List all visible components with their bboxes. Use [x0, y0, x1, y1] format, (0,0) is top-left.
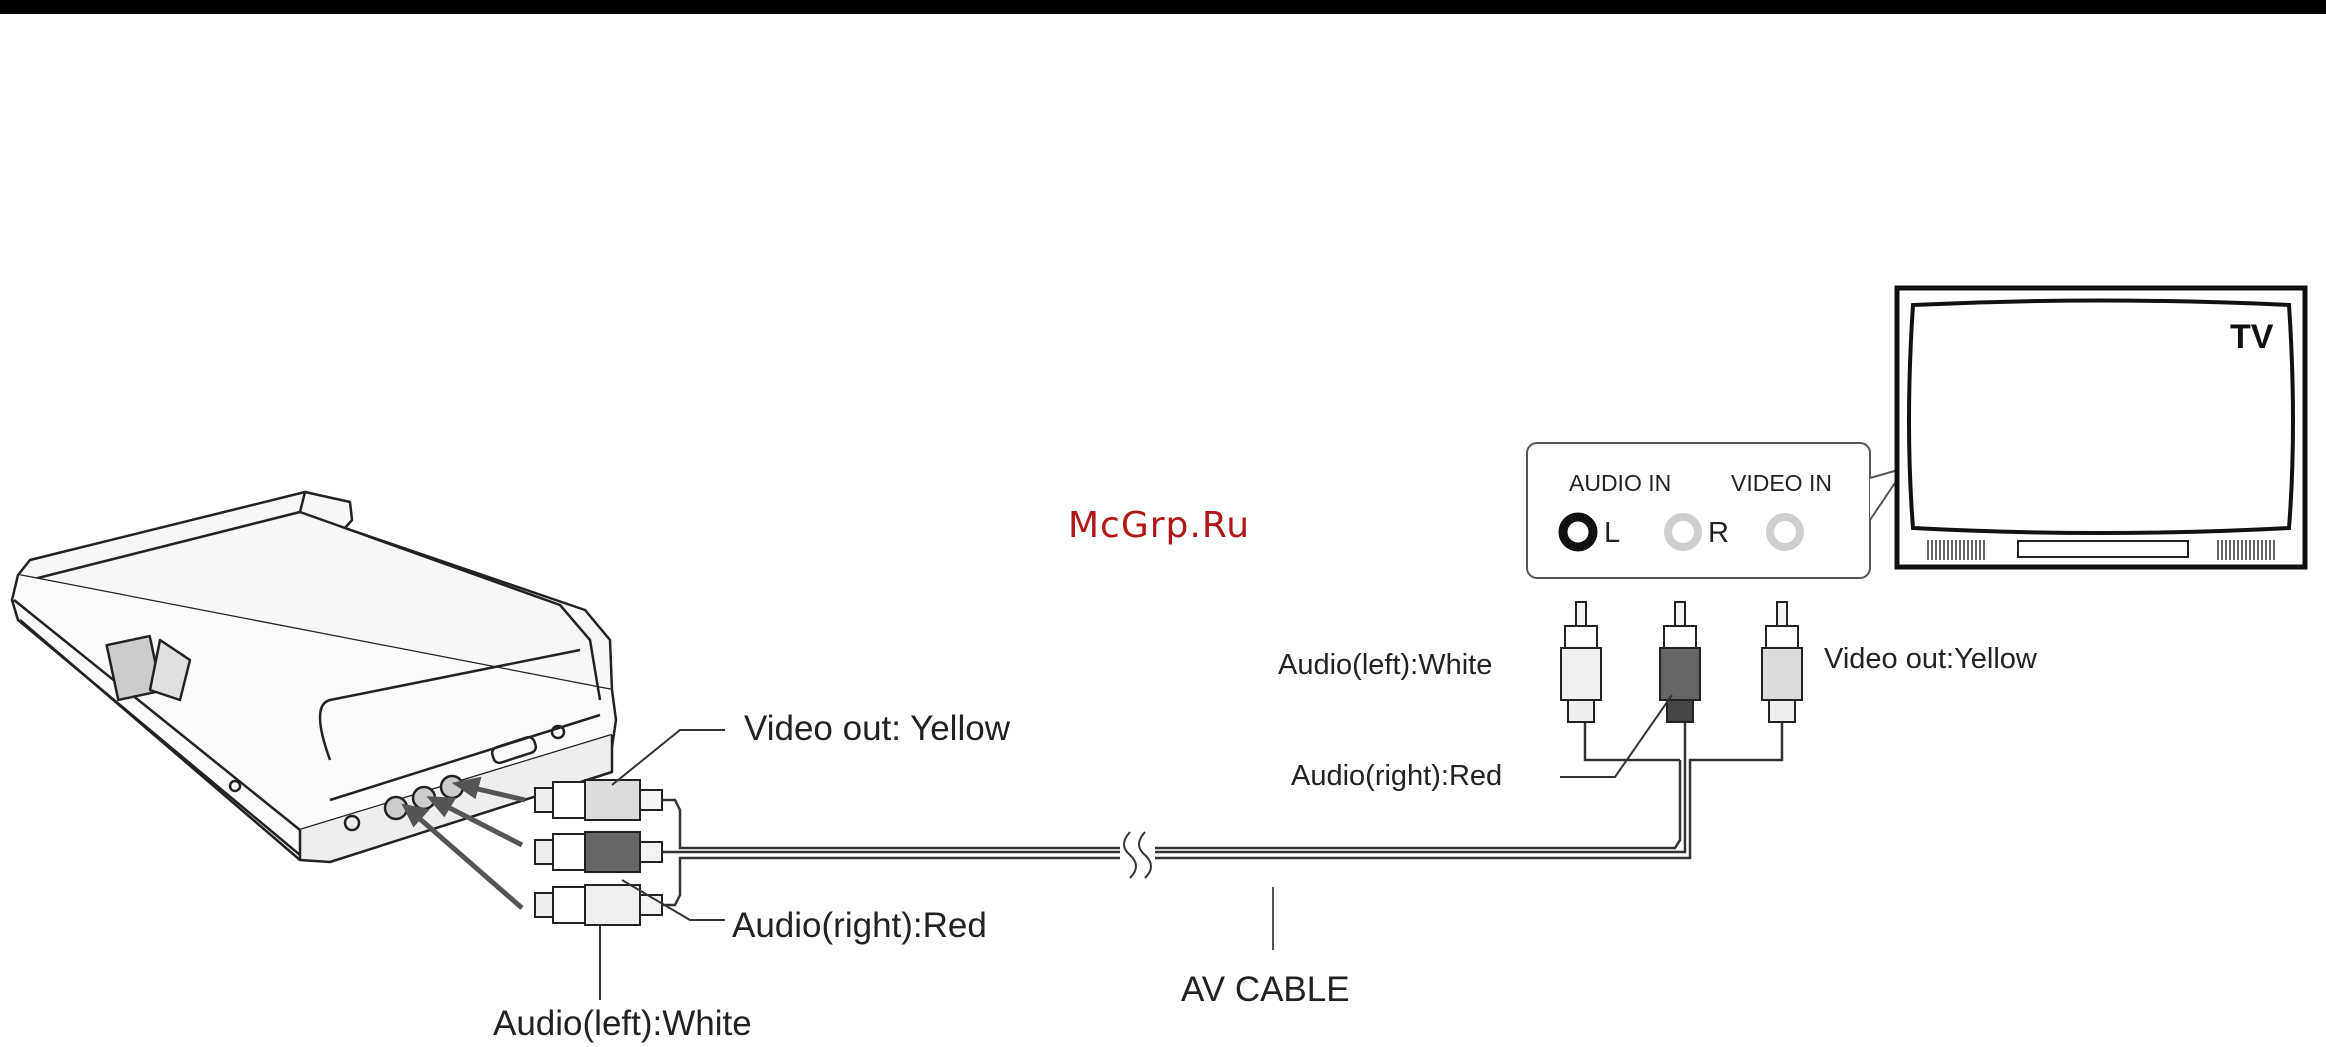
tv-audio-in-label: AUDIO IN — [1569, 470, 1671, 496]
plug-audio-white-tv — [1561, 602, 1601, 722]
tv-side-video-out-label: Video out:Yellow — [1824, 643, 2038, 675]
tv-input-panel — [1527, 443, 1905, 578]
plug-video-yellow-player — [535, 780, 662, 820]
player-audio-left-label: Audio(left):White — [493, 1004, 752, 1043]
player-audio-right-label: Audio(right):Red — [732, 906, 987, 945]
jack-audio-right — [1668, 517, 1698, 547]
portable-dvd-player — [12, 492, 616, 862]
plug-audio-white-player — [535, 885, 662, 925]
tv-title: TV — [2230, 318, 2274, 356]
tv-set: TV — [1897, 288, 2305, 567]
tv-video-in-label: VIDEO IN — [1731, 470, 1832, 496]
player-video-out-label: Video out: Yellow — [744, 709, 1011, 748]
plug-video-yellow-tv — [1762, 602, 1802, 722]
jack-video — [1770, 517, 1800, 547]
tv-jack-left-label: L — [1604, 517, 1620, 549]
jack-audio-left — [1563, 517, 1593, 547]
av-cable-label: AV CABLE — [1181, 970, 1350, 1009]
tv-side-audio-right-label: Audio(right):Red — [1291, 760, 1502, 792]
tv-side-audio-left-label: Audio(left):White — [1278, 649, 1492, 681]
plug-audio-red-player — [535, 832, 662, 872]
watermark-text: McGrp.Ru — [1068, 505, 1250, 546]
tv-jack-right-label: R — [1708, 517, 1729, 549]
